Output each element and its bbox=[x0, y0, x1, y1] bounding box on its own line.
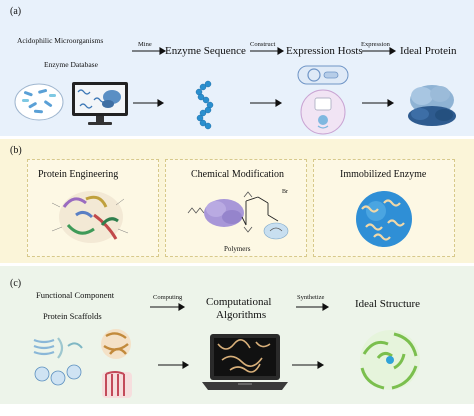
panel-b-label: (b) bbox=[10, 145, 22, 156]
method-immobilized-enzyme: Immobilized Enzyme bbox=[340, 169, 427, 180]
arrow-synthesize-label: Synthetize bbox=[297, 294, 325, 301]
panel-c-arrows bbox=[150, 303, 330, 369]
enzyme-sequence-icon bbox=[195, 80, 214, 130]
ideal-structure-icon bbox=[360, 330, 420, 390]
step-computational: Computational bbox=[206, 296, 272, 308]
panel-c-label: (c) bbox=[10, 278, 22, 289]
method-chemical-modification: Chemical Modification bbox=[191, 169, 285, 180]
panel-a: (a) Acidophilic Microorganisms Enzyme Da… bbox=[0, 0, 474, 136]
functional-component-title: Functional Component bbox=[36, 290, 115, 300]
panel-a-label: (a) bbox=[10, 6, 22, 17]
method-protein-engineering: Protein Engineering bbox=[38, 169, 119, 180]
step-ideal-structure: Ideal Structure bbox=[355, 298, 421, 310]
panel-b: (b) Protein Engineering Chemical Modific… bbox=[0, 139, 474, 263]
arrow-mine-label: Mine bbox=[138, 41, 152, 48]
bromine-label: Br bbox=[282, 189, 288, 195]
step-enzyme-sequence: Enzyme Sequence bbox=[165, 45, 246, 57]
polymer-modified-enzyme-icon bbox=[187, 191, 289, 240]
step-ideal-protein: Ideal Protein bbox=[400, 45, 457, 57]
laptop-computing-icon bbox=[202, 334, 288, 390]
engineered-protein-icon bbox=[51, 191, 129, 243]
ideal-protein-icon bbox=[408, 85, 456, 126]
polymers-label: Polymers bbox=[224, 245, 251, 253]
figure: (a) Acidophilic Microorganisms Enzyme Da… bbox=[0, 0, 474, 404]
functional-components-icon bbox=[33, 337, 83, 386]
arrow-computing-label: Computing bbox=[153, 294, 183, 301]
microorganism-dish-icon bbox=[14, 83, 64, 121]
panel-c: (c) Functional Component Protein Scaffol… bbox=[0, 266, 474, 404]
expression-hosts-icon bbox=[297, 65, 349, 135]
protein-scaffolds-title: Protein Scaffolds bbox=[43, 311, 102, 321]
step-expression-hosts: Expression Hosts bbox=[286, 45, 363, 57]
database-monitor-icon bbox=[72, 82, 128, 125]
step-algorithms: Algorithms bbox=[216, 309, 267, 321]
immobilized-enzyme-icon bbox=[356, 191, 412, 247]
source-acidophilic-text: Acidophilic Microorganisms bbox=[17, 36, 104, 45]
panel-a-arrows bbox=[132, 47, 397, 107]
protein-scaffolds-icon bbox=[101, 329, 132, 398]
arrow-expression-label: Expression bbox=[361, 41, 390, 48]
arrow-construct-label: Construct bbox=[250, 41, 276, 48]
source-database-text: Enzyme Database bbox=[44, 60, 98, 69]
